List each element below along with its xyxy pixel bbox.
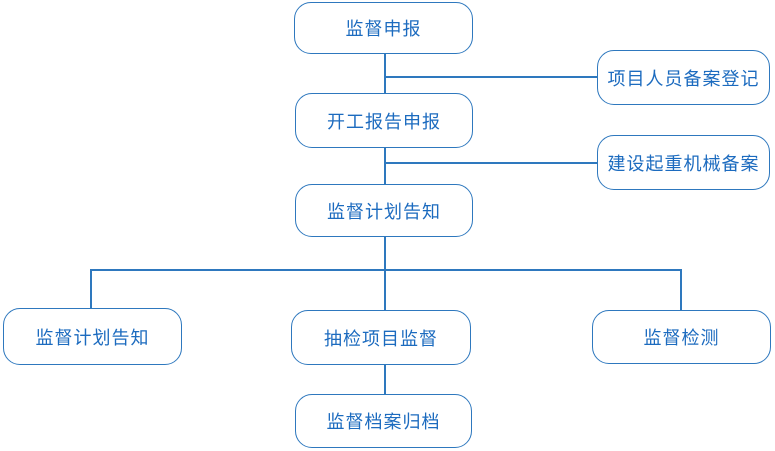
node-label: 监督计划告知	[35, 327, 150, 348]
connector-rail-to-spot-check	[384, 269, 386, 311]
node-commencement-report-declaration: 开工报告申报	[295, 93, 473, 148]
connector-rail-to-testing	[680, 269, 682, 311]
connector-branch-personnel-registration	[385, 76, 597, 78]
node-supervision-declaration: 监督申报	[294, 2, 473, 54]
node-label: 建设起重机械备案	[607, 153, 760, 174]
connector-rail	[90, 269, 682, 271]
node-supervision-testing: 监督检测	[592, 310, 771, 364]
connector-declaration-to-commencement	[384, 53, 386, 93]
node-supervision-archive-filing: 监督档案归档	[295, 394, 472, 448]
node-project-personnel-registration: 项目人员备案登记	[597, 50, 770, 105]
connector-spot-check-to-archive	[384, 364, 386, 395]
node-label: 项目人员备案登记	[607, 68, 760, 89]
node-label: 抽检项目监督	[324, 328, 438, 349]
node-label: 监督申报	[345, 19, 422, 39]
connector-plan-to-rail	[384, 236, 386, 270]
node-label: 监督检测	[643, 328, 720, 348]
connector-commencement-to-plan	[384, 147, 386, 184]
node-construction-crane-filing: 建设起重机械备案	[597, 135, 770, 190]
connector-branch-crane-filing	[385, 162, 597, 164]
connector-rail-to-plan-notification	[90, 269, 92, 309]
node-label: 监督计划告知	[327, 201, 441, 222]
node-label: 监督档案归档	[326, 412, 441, 432]
node-spot-check-project-supervision: 抽检项目监督	[291, 310, 471, 365]
node-supervision-plan-notification-bottom: 监督计划告知	[3, 308, 182, 365]
node-supervision-plan-notification: 监督计划告知	[295, 184, 473, 237]
node-label: 开工报告申报	[327, 111, 441, 132]
